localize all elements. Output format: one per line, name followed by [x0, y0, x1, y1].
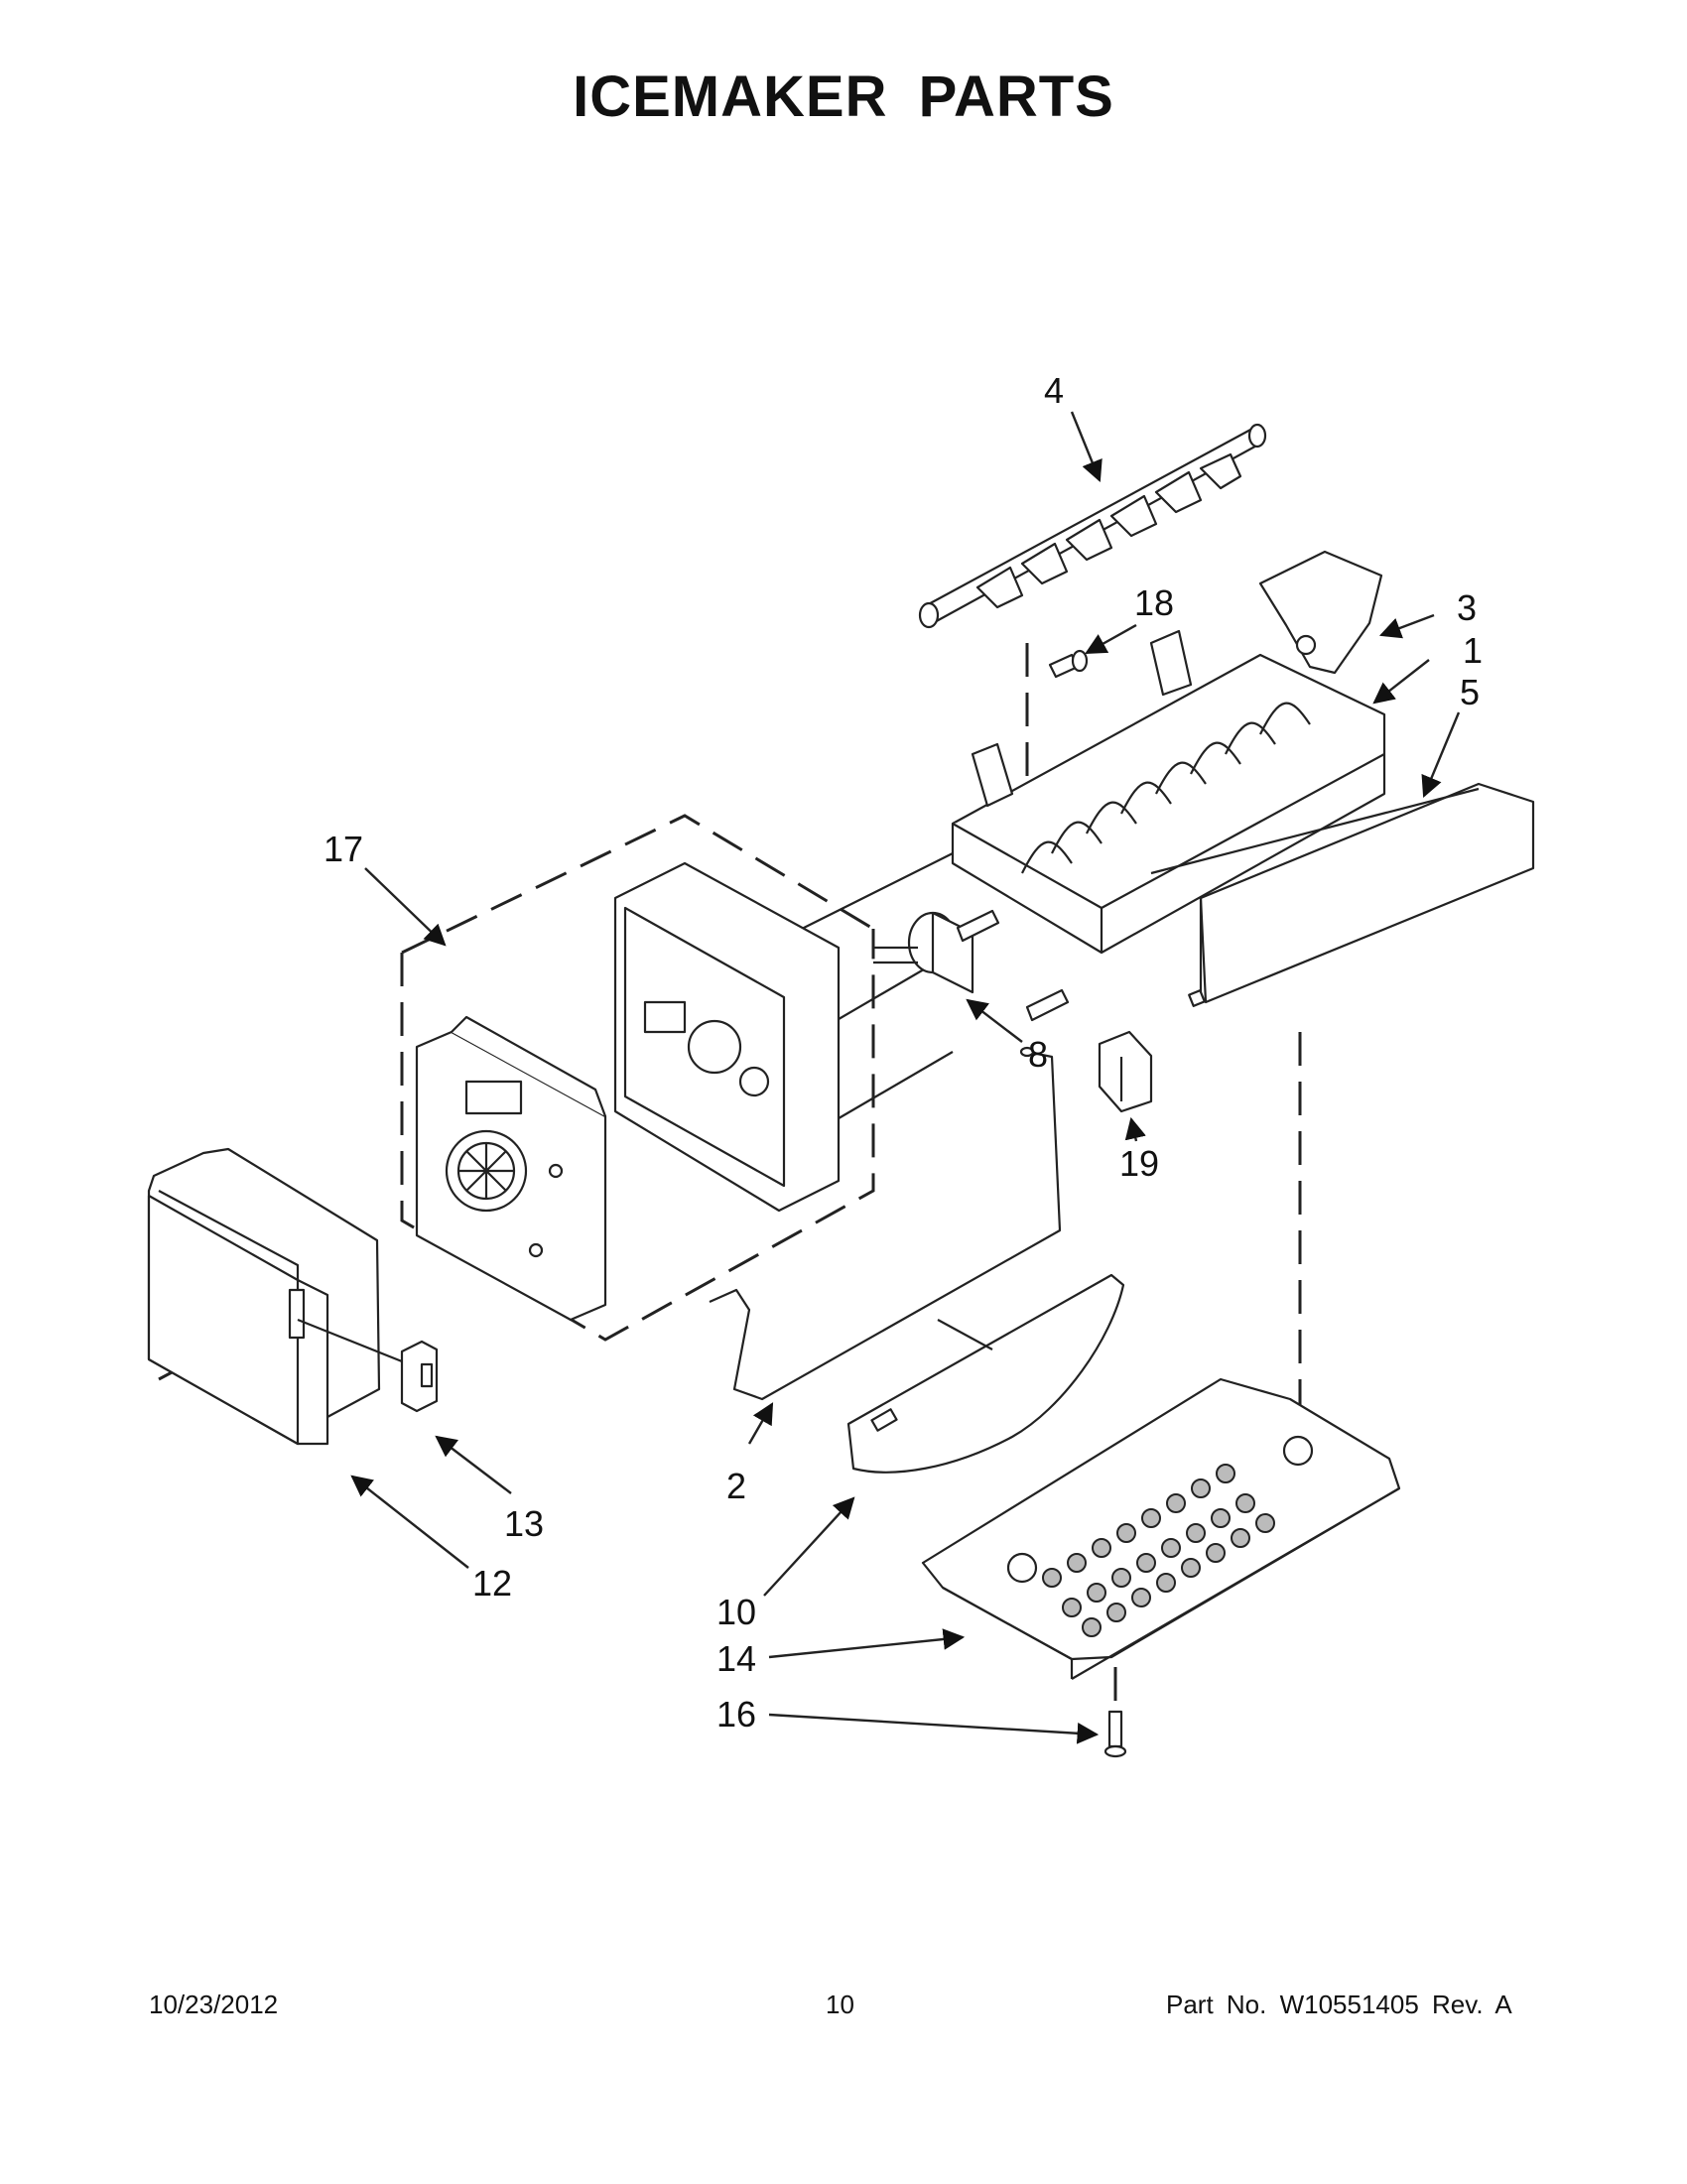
callout-12: 12: [472, 1563, 512, 1604]
footer-date: 10/23/2012: [149, 1990, 279, 2019]
screw-part-16: [1103, 1667, 1127, 1758]
callout-4: 4: [1044, 370, 1064, 411]
callout-1: 1: [1463, 630, 1483, 671]
callout-3: 3: [1457, 587, 1477, 628]
footer-part-number: Part No. W10551405 Rev. A: [1166, 1990, 1512, 2019]
callout-18: 18: [1134, 582, 1174, 623]
front-cover-part: [147, 1147, 381, 1446]
control-housing-part: [613, 861, 841, 1213]
page-title: ICEMAKER PARTS: [573, 64, 1114, 129]
thermostat-part: [873, 911, 974, 994]
callout-5: 5: [1460, 672, 1480, 712]
callout-14: 14: [716, 1638, 756, 1679]
callout-19: 19: [1119, 1143, 1159, 1184]
bin-cover-part: [846, 1273, 1125, 1474]
switch-part: [297, 1318, 439, 1413]
ice-mold-part: [951, 629, 1386, 955]
callout-labels: 4 18 3 1 5 17 8 19 2 13 12 10 14 16: [324, 370, 1483, 1734]
screw-part-18: [1025, 643, 1089, 794]
footer-page-number: 10: [826, 1990, 854, 2019]
ejector-shaft-part: [918, 423, 1267, 629]
clip-part: [1098, 1030, 1153, 1113]
callout-13: 13: [504, 1503, 544, 1544]
base-tray-pegs: [1042, 1464, 1275, 1637]
callout-8: 8: [1028, 1034, 1048, 1075]
stripper-part: [1150, 782, 1535, 1007]
callout-10: 10: [716, 1592, 756, 1632]
mold-cover-part: [1258, 550, 1383, 675]
callout-16: 16: [716, 1694, 756, 1734]
callout-17: 17: [324, 829, 363, 869]
callout-2: 2: [726, 1466, 746, 1506]
control-module-part: [415, 1015, 607, 1322]
connector-pins: [956, 909, 1070, 1022]
feeler-arm-part: [709, 1046, 1062, 1401]
base-tray-part: [921, 1377, 1401, 1680]
leader-arrows: [350, 411, 1461, 1744]
